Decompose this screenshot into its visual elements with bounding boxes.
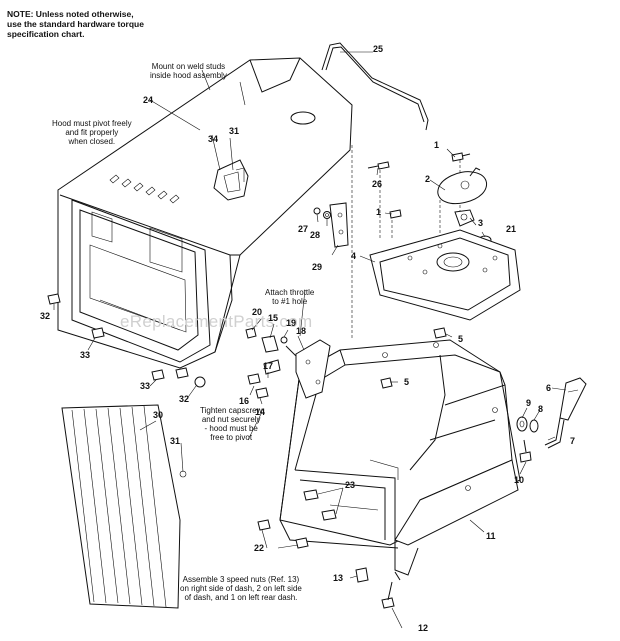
part-number-10: 10 [514,475,525,485]
part-number-29: 29 [312,262,323,272]
part-number-4: 4 [351,251,357,261]
part-number-16: 16 [239,396,250,406]
part-number-34: 34 [208,134,219,144]
shift-lever [516,377,587,463]
control-panel [369,229,521,321]
speed-nuts-callout: Assemble 3 speed nuts (Ref. 13) on right… [180,575,302,602]
part-number-12: 12 [418,623,429,633]
torque-note: NOTE: Unless noted otherwise, use the st… [7,9,144,39]
part-number-8: 8 [538,404,544,414]
part-number-31-hood: 31 [229,126,240,136]
hood-assembly [57,57,353,369]
part-number-2: 2 [425,174,431,184]
watermark: eReplacementParts.com [120,312,313,331]
part-number-7: 7 [570,436,576,446]
part-number-21: 21 [506,224,517,234]
part-number-32-right: 32 [179,394,190,404]
dash-assembly [279,339,521,581]
part-number-25: 25 [373,44,384,54]
part-number-23: 23 [345,480,356,490]
side-panel [61,404,187,609]
hood-rod [321,42,429,131]
capscrew-callout: Tighten capscrew and nut securely - hood… [200,406,263,442]
part-number-11: 11 [486,531,496,541]
part-number-28: 28 [310,230,321,240]
part-number-24: 24 [143,95,154,105]
part-number-13: 13 [333,573,344,583]
part-number-14: 14 [255,407,266,417]
part-number-1-mid: 1 [376,207,382,217]
hood-pivot-callout: Hood must pivot freely and fit properly … [52,119,132,146]
pivot-hardware [313,202,349,248]
part-number-33-right: 33 [140,381,151,391]
part-number-20: 20 [252,307,263,317]
leader-lines [53,51,567,629]
part-number-27: 27 [298,224,309,234]
part-number-9: 9 [526,398,532,408]
part-number-18: 18 [296,326,307,336]
part-number-15: 15 [268,313,279,323]
part-number-6: 6 [546,383,552,393]
part-number-30: 30 [153,410,164,420]
part-number-22: 22 [254,543,265,553]
throttle-control [389,152,492,245]
part-number-3: 3 [478,218,484,228]
throttle-linkage [245,327,331,399]
part-number-1-top: 1 [434,140,440,150]
part-number-33-left: 33 [80,350,91,360]
weld-studs-callout: Mount on weld studs inside hood assembly [150,62,227,80]
part-number-26: 26 [372,179,383,189]
part-number-32-left: 32 [40,311,51,321]
part-number-17: 17 [263,361,274,371]
part-number-5-center: 5 [404,377,410,387]
part-number-31-panel: 31 [170,436,181,446]
throttle-callout: Attach throttle to #1 hole [265,288,315,306]
part-number-5-right: 5 [458,334,464,344]
part-number-19: 19 [286,318,297,328]
